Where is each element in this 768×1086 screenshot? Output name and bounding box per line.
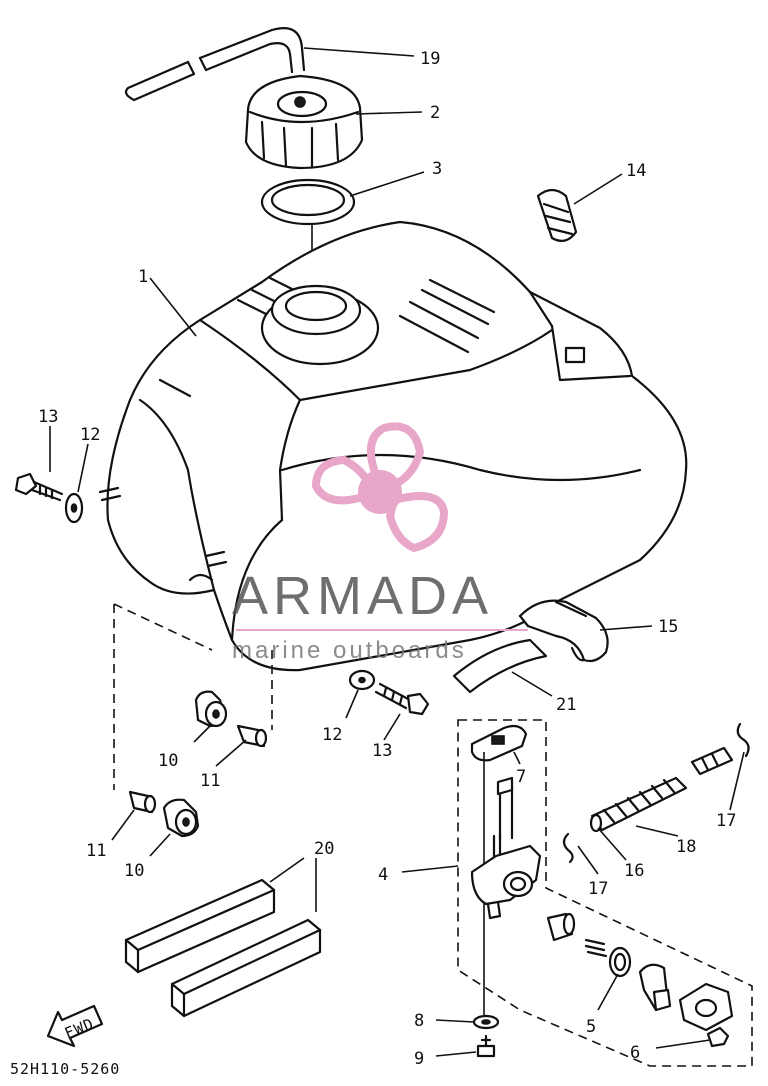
drain-washer[interactable] <box>472 1014 500 1030</box>
callout-11-lower: 11 <box>86 841 106 861</box>
callout-5: 5 <box>586 1017 596 1037</box>
callout-10-upper: 10 <box>158 751 178 771</box>
callout-1: 1 <box>138 267 148 287</box>
watermark-brand: ARMADA <box>232 566 493 626</box>
fuel-cock-gasket[interactable] <box>470 724 528 762</box>
callout-6: 6 <box>630 1043 640 1063</box>
mount-guide-line <box>113 603 273 790</box>
fuel-hose[interactable] <box>589 776 688 833</box>
washer-lower[interactable] <box>348 669 376 691</box>
callout-13-left: 13 <box>38 407 58 427</box>
collar-lower[interactable] <box>128 790 157 814</box>
propeller-logo-icon <box>311 422 449 553</box>
tank-damper[interactable] <box>536 188 578 243</box>
hose-clip-right[interactable] <box>736 722 750 758</box>
tank-cover[interactable] <box>518 599 609 663</box>
filler-neck[interactable] <box>260 284 380 366</box>
valve-cover-plate[interactable] <box>678 982 734 1032</box>
watermark-tagline: marine outboards <box>232 637 467 664</box>
callout-12-left: 12 <box>80 425 100 445</box>
hose-end-fitting[interactable] <box>690 746 734 776</box>
forward-direction-arrow: FWD <box>46 1004 104 1048</box>
callout-18: 18 <box>676 837 696 857</box>
foam-pad-upper[interactable] <box>124 878 276 974</box>
callout-leaders <box>49 47 745 1057</box>
grommet-upper[interactable] <box>194 690 228 728</box>
callout-10-lower: 10 <box>124 861 144 881</box>
armada-watermark: ARMADA marine outboards <box>232 422 528 664</box>
cover-cushion[interactable] <box>452 638 548 694</box>
callout-2: 2 <box>430 103 440 123</box>
valve-spring[interactable] <box>584 938 608 958</box>
callout-9: 9 <box>414 1049 424 1069</box>
callout-16: 16 <box>624 861 644 881</box>
washer-left[interactable] <box>64 492 84 524</box>
cap-gasket[interactable] <box>260 178 356 226</box>
fuel-cock-body[interactable] <box>470 776 542 920</box>
callout-7: 7 <box>516 767 526 787</box>
callout-numbers: 19 2 3 14 1 13 12 15 21 12 13 10 11 11 1… <box>38 49 736 1069</box>
fuel-tank-body[interactable] <box>98 220 688 672</box>
callout-4: 4 <box>378 865 388 885</box>
fuel-cock-assembly-outline <box>457 719 753 1067</box>
cover-screw[interactable] <box>706 1026 730 1048</box>
callout-14: 14 <box>626 161 646 181</box>
callout-3: 3 <box>432 159 442 179</box>
callout-21: 21 <box>556 695 576 715</box>
callout-20: 20 <box>314 839 334 859</box>
drain-screw[interactable] <box>476 1034 496 1058</box>
callout-19: 19 <box>420 49 440 69</box>
valve-lever[interactable] <box>638 963 672 1012</box>
callout-11-upper: 11 <box>200 771 220 791</box>
valve-collar[interactable] <box>546 912 576 942</box>
callout-8: 8 <box>414 1011 424 1031</box>
grommet-lower[interactable] <box>162 798 200 838</box>
callout-13-lower: 13 <box>372 741 392 761</box>
callout-17-right: 17 <box>716 811 736 831</box>
valve-o-ring[interactable] <box>608 946 632 978</box>
callout-17-center: 17 <box>588 879 608 899</box>
callout-15: 15 <box>658 617 678 637</box>
hose-clip-center[interactable] <box>562 832 574 864</box>
diagram-code: 52H110-5260 <box>10 1060 120 1078</box>
breather-hose[interactable] <box>124 27 306 102</box>
bolt-lower[interactable] <box>374 682 430 716</box>
foam-pad-lower[interactable] <box>170 918 322 1018</box>
fuel-cap[interactable] <box>244 74 364 170</box>
callout-12-lower: 12 <box>322 725 342 745</box>
bolt-left[interactable] <box>14 472 64 502</box>
